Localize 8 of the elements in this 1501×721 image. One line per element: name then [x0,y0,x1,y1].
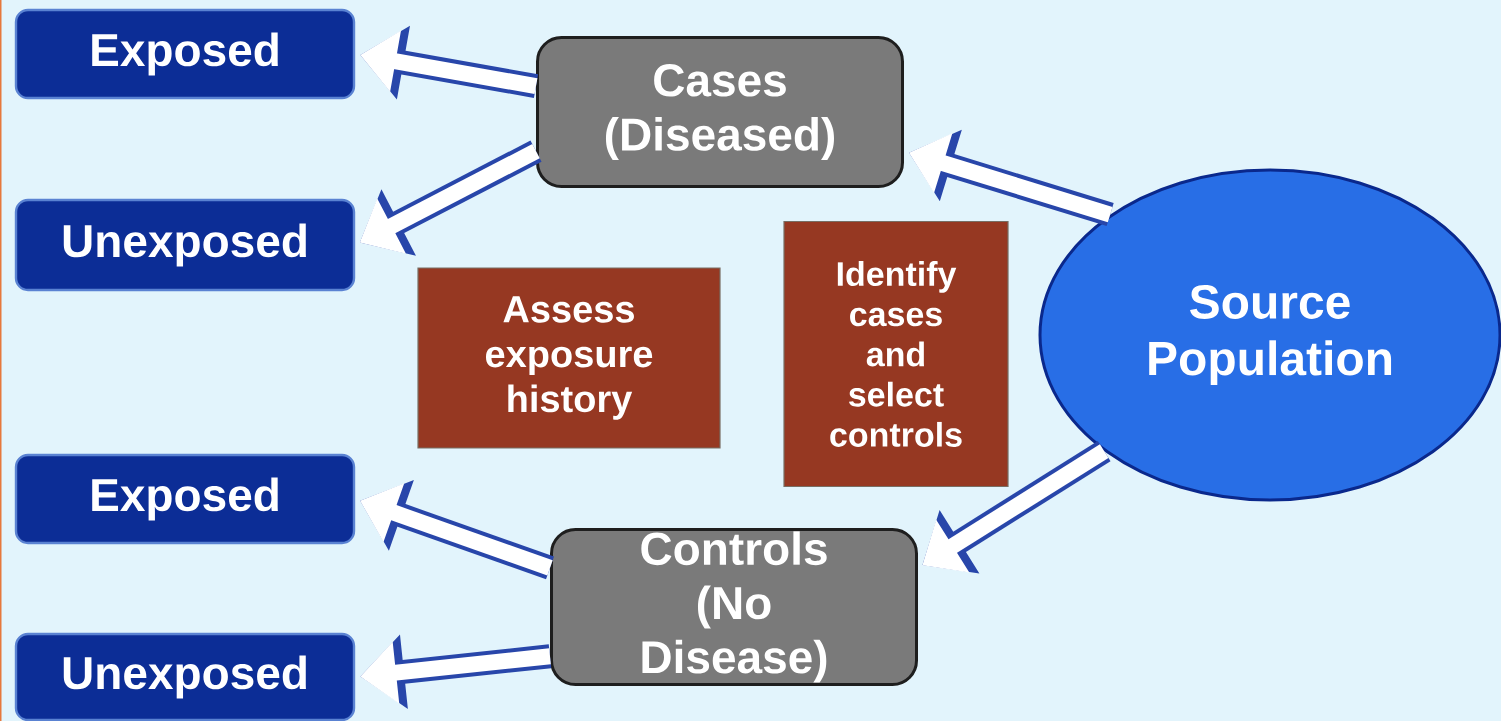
note-box: Assess exposure history [417,267,721,449]
note-box: Identify cases and select controls [783,220,1009,488]
label-box: Unexposed [14,632,356,721]
label-box: Exposed [14,453,356,545]
label-box: Unexposed [14,198,356,292]
label-box: Exposed [14,8,356,100]
group-box: Controls (No Disease) [550,528,918,686]
group-box: Cases (Diseased) [536,36,904,188]
